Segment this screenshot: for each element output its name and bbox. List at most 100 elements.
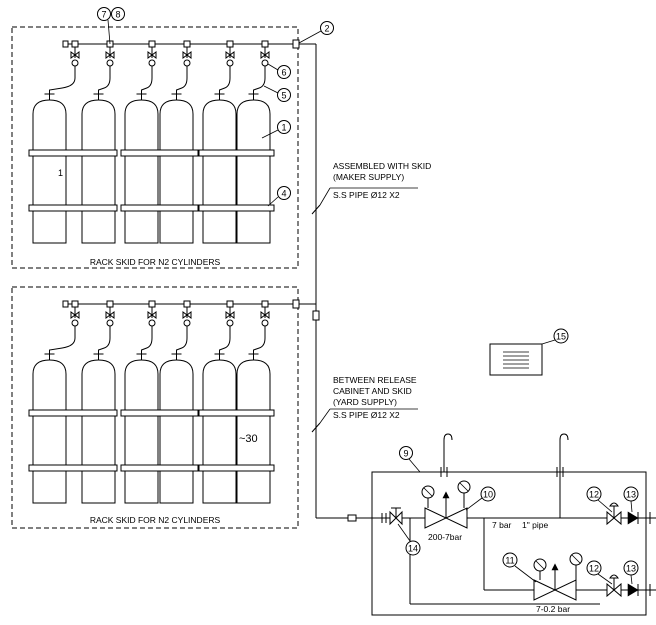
manifold-tee — [261, 300, 269, 308]
lower-cylinder-number: ~30 — [239, 433, 258, 445]
check-valve-lower — [606, 574, 651, 598]
check-valve-upper — [606, 502, 651, 526]
flexible-hose — [253, 326, 266, 354]
note-upper-line3: S.S PIPE Ø12 X2 — [333, 190, 400, 200]
gas-cylinder — [124, 359, 159, 504]
check-valve — [225, 51, 235, 59]
flexible-hose — [141, 326, 153, 354]
callout-9: 9 — [403, 449, 408, 459]
check-valve — [70, 311, 80, 319]
cylinder-strap — [28, 409, 118, 417]
callout-8: 8 — [115, 10, 120, 20]
signboard — [489, 339, 556, 376]
manifold-tee — [148, 300, 156, 308]
callout-7: 7 — [101, 10, 106, 20]
flex-hose-fitting — [148, 59, 156, 67]
note-upper: ASSEMBLED WITH SKID (MAKER SUPPLY) S.S P… — [319, 161, 431, 206]
check-valve — [182, 51, 192, 59]
note-lower: BETWEEN RELEASE CABINET AND SKID (YARD S… — [319, 375, 418, 424]
vent-pipe-left — [443, 433, 453, 472]
lower-rack-title: RACK SKID FOR N2 CYLINDERS — [90, 515, 221, 525]
manifold-tee — [226, 40, 234, 48]
flex-hose-fitting — [226, 319, 234, 327]
gas-cylinder — [81, 99, 116, 244]
upper-cylinder-valves — [49, 40, 270, 94]
manifold-tee — [71, 40, 79, 48]
gas-cylinder — [32, 359, 67, 504]
lower-cylinders — [28, 353, 275, 504]
release-cabinet: 200-7bar 7 bar 1" pipe 7-0.2 bar — [371, 433, 656, 616]
cylinder-strap — [198, 204, 275, 212]
upper-outlet-fitting — [292, 39, 300, 49]
flex-hose-fitting — [183, 319, 191, 327]
cylinder-strap — [120, 409, 199, 417]
pressure-reducer-1 — [421, 480, 471, 529]
vent-pipe-right — [559, 433, 569, 472]
manifold-tee — [71, 300, 79, 308]
lower-cylinder-valves — [49, 300, 270, 354]
flex-hose-fitting — [261, 319, 269, 327]
gas-cylinder — [236, 359, 271, 504]
inlet-fitting — [347, 514, 357, 522]
flexible-hose — [98, 326, 111, 354]
cylinder-strap — [120, 149, 199, 157]
pipe-label: 1" pipe — [522, 520, 548, 530]
flexible-hose — [253, 66, 266, 94]
pressure-reducer-2 — [533, 552, 583, 601]
note-lower-line2: CABINET AND SKID — [333, 386, 412, 396]
reducer1-label: 200-7bar — [428, 532, 462, 542]
callout-1: 1 — [281, 123, 286, 133]
callout-5: 5 — [281, 91, 286, 101]
gas-cylinder — [81, 359, 116, 504]
flexible-hose — [49, 66, 76, 94]
gas-cylinder — [124, 99, 159, 244]
note-lower-line1: BETWEEN RELEASE — [333, 375, 417, 385]
flexible-hose — [176, 326, 188, 354]
cylinder-strap — [198, 409, 275, 417]
note-lower-line4: S.S PIPE Ø12 X2 — [333, 410, 400, 420]
supply-pipe — [292, 39, 380, 522]
flex-hose-fitting — [71, 319, 79, 327]
lower-rack-skid: ~30 RACK SKID FOR N2 CYLINDERS — [11, 286, 299, 529]
pressure-label: 7 bar — [492, 520, 512, 530]
callout-12-upper: 12 — [589, 490, 599, 500]
check-valve — [105, 51, 115, 59]
flex-hose-fitting — [183, 59, 191, 67]
flexible-hose — [176, 66, 188, 94]
cylinder-strap — [120, 204, 199, 212]
cylinder-strap — [28, 149, 118, 157]
note-lower-line3: (YARD SUPPLY) — [333, 397, 397, 407]
gas-cylinder — [159, 359, 194, 504]
cylinder-strap — [28, 204, 118, 212]
flex-hose-fitting — [261, 59, 269, 67]
callout-13-upper: 13 — [626, 490, 636, 500]
callout-2: 2 — [324, 24, 329, 34]
cylinder-strap — [198, 464, 275, 472]
reducer2-label: 7-0.2 bar — [536, 604, 570, 614]
check-valve — [147, 311, 157, 319]
check-valve — [260, 311, 270, 319]
manifold-tee — [183, 300, 191, 308]
check-valve — [105, 311, 115, 319]
flex-hose-fitting — [226, 59, 234, 67]
signboard-box — [489, 343, 543, 376]
gas-cylinder — [32, 99, 67, 244]
callout-bubbles: 7 8 2 6 5 1 4 15 9 10 12 13 14 — [97, 7, 639, 585]
manifold-tee — [261, 40, 269, 48]
flexible-hose — [219, 326, 231, 354]
flex-hose-fitting — [106, 319, 114, 327]
manifold-tee — [226, 300, 234, 308]
gas-cylinder — [159, 99, 194, 244]
note-upper-line2: (MAKER SUPPLY) — [333, 172, 404, 182]
cabinet-frame — [371, 471, 647, 616]
callout-6: 6 — [281, 68, 286, 78]
cylinder-strap — [120, 464, 199, 472]
check-valve — [225, 311, 235, 319]
manifold-tee — [106, 300, 114, 308]
gas-cylinder — [202, 359, 237, 504]
check-valve — [182, 311, 192, 319]
flex-hose-fitting — [148, 319, 156, 327]
manifold-tee — [183, 40, 191, 48]
check-valve — [70, 51, 80, 59]
